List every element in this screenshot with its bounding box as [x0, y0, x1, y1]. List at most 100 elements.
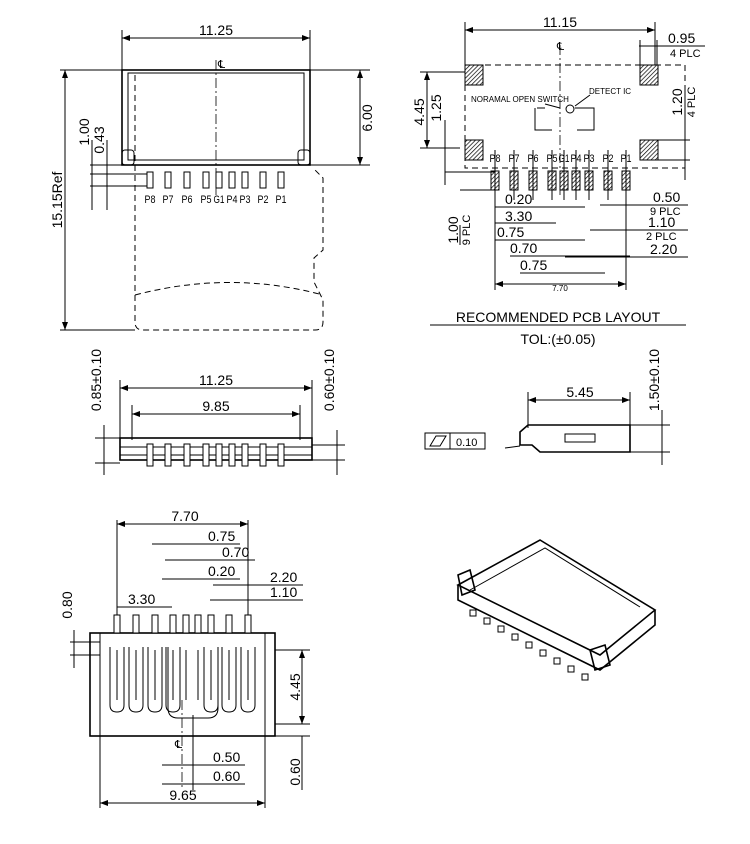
bottom-pin-lead — [194, 614, 202, 634]
dim-0-75-b: 0.75 — [520, 257, 547, 273]
pin-lead — [202, 171, 210, 189]
side-view: 5.45 1.50±0.10 0.10 — [424, 349, 670, 465]
dim-1-10: 1.10 — [648, 214, 675, 230]
contact-slot — [240, 647, 256, 713]
dim-4-45: 4.45 — [287, 673, 303, 700]
dim-1-10: 1.10 — [270, 584, 297, 600]
front-view-pins — [146, 443, 285, 467]
front-pin — [259, 443, 267, 467]
dim-0-20: 0.20 — [505, 191, 532, 207]
pad-label: P6 — [528, 153, 539, 165]
dim-0-70: 0.70 — [510, 240, 537, 256]
dim-card-length: 15.15Ref — [49, 171, 65, 228]
bottom-view-slots — [109, 614, 256, 713]
pad-label: P2 — [603, 153, 614, 165]
iso-pin — [525, 641, 533, 649]
dim-3-30: 3.30 — [128, 591, 155, 607]
flatness-frame — [424, 432, 486, 450]
pcb-layout-title: RECOMMENDED PCB LAYOUT — [456, 309, 661, 325]
iso-pin — [511, 633, 519, 641]
dim-front-inner: 9.85 — [202, 398, 229, 414]
front-pin — [215, 443, 223, 467]
pad-top-right — [639, 64, 659, 86]
isometric-pins — [469, 609, 589, 681]
dim-pad-height: 1.20 — [669, 88, 685, 115]
pin-lead — [215, 171, 223, 189]
pad-top-left — [464, 64, 484, 86]
detect-ic-label: DETECT IC — [589, 87, 631, 96]
pcb-centerline-symbol: ℄ — [556, 41, 564, 53]
dim-3-30: 3.30 — [505, 208, 532, 224]
dim-1-00-note: 9 PLC — [461, 215, 473, 246]
iso-pin — [581, 673, 589, 681]
dim-4-45: 4.45 — [411, 98, 427, 125]
flatness-value: 0.10 — [456, 437, 477, 449]
bottom-pin-lead — [169, 614, 177, 634]
front-pin — [183, 443, 191, 467]
pin-lead — [164, 171, 172, 189]
isometric-view — [456, 539, 657, 681]
dim-side-width: 5.45 — [566, 384, 593, 400]
dim-0-60-right: 0.60 — [287, 758, 303, 785]
contact-slot — [203, 647, 219, 713]
bottom-centerline-symbol: ℄ — [174, 739, 182, 751]
dim-height: 6.00 — [359, 104, 375, 131]
dim-0-80: 0.80 — [59, 591, 75, 618]
pin-label: P2 — [258, 194, 269, 206]
front-view: 11.25 9.85 0.85±0.10 0.60±0.10 — [88, 349, 345, 475]
bottom-view: 7.70 0.75 0.70 0.20 2.20 1.10 3.30 0.80 … — [59, 508, 310, 808]
bottom-pin-lead — [182, 614, 190, 634]
pin-label: P8 — [145, 194, 156, 206]
pad-label: P3 — [584, 153, 595, 165]
dim-0-75-a: 0.75 — [497, 224, 524, 240]
bottom-pin-lead — [132, 614, 140, 634]
dim-side-height: 1.50±0.10 — [646, 349, 662, 411]
iso-pin — [483, 617, 491, 625]
pin-lead — [277, 171, 285, 189]
dim-9-65: 9.65 — [169, 787, 196, 803]
dim-2-20: 2.20 — [270, 569, 297, 585]
pin-label: P3 — [240, 194, 251, 206]
pad-label: G1 — [559, 153, 570, 165]
bottom-pin-lead — [151, 614, 159, 634]
centerline-symbol: ℄ — [217, 59, 225, 71]
pin-lead — [183, 171, 191, 189]
dim-1-00: 1.00 — [76, 118, 92, 145]
contact-slot — [221, 647, 237, 713]
pad-label: P1 — [621, 153, 632, 165]
pin-label: P7 — [163, 194, 174, 206]
contact-slot — [165, 647, 181, 713]
dim-0-60: 0.60 — [213, 768, 240, 784]
pin-lead — [259, 171, 267, 189]
dim-1-25: 1.25 — [428, 94, 444, 121]
pad-label: P4 — [571, 153, 582, 165]
dim-0-75: 0.75 — [208, 528, 235, 544]
pad-bottom-left — [464, 139, 484, 161]
switch-label: NORAMAL OPEN SWITCH — [471, 95, 569, 104]
iso-pin — [497, 625, 505, 633]
iso-pin — [553, 657, 561, 665]
iso-pin — [567, 665, 575, 673]
flatness-icon — [429, 435, 447, 447]
front-pin — [146, 443, 154, 467]
dim-front-width: 11.25 — [199, 372, 233, 388]
pad-label: P5 — [547, 153, 558, 165]
bottom-pin-lead — [244, 614, 252, 634]
dim-7-70: 7.70 — [552, 284, 568, 293]
pin-label: P5 — [201, 194, 212, 206]
iso-pin — [469, 609, 477, 617]
dim-pad-width-note: 4 PLC — [670, 48, 701, 60]
contact-slot — [128, 647, 144, 713]
front-pin — [277, 443, 285, 467]
dim-pcb-width: 11.15 — [543, 14, 577, 30]
dim-0-50: 0.50 — [653, 189, 680, 205]
dim-1-10-note: 2 PLC — [646, 231, 677, 243]
dim-front-left-height: 0.85±0.10 — [88, 349, 104, 411]
iso-pin — [539, 649, 547, 657]
pin-label: P6 — [182, 194, 193, 206]
pcb-tolerance: TOL:(±0.05) — [520, 331, 595, 347]
bottom-pin-lead — [113, 614, 121, 634]
